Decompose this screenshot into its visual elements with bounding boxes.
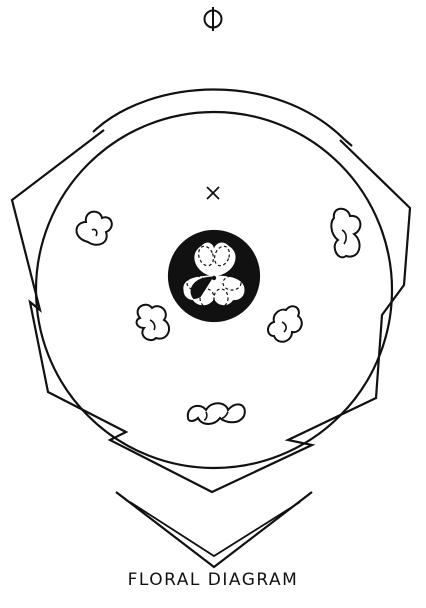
ovary	[169, 231, 259, 321]
bract-chevron	[116, 492, 312, 567]
axis-marker-icon	[205, 7, 222, 31]
stamen-lower-left	[137, 305, 170, 340]
stamen-left	[77, 212, 112, 245]
stamen-right	[331, 209, 360, 258]
bract-marker-icon	[207, 187, 219, 199]
stamen-lower-right	[268, 306, 302, 342]
stamen-bottom	[188, 403, 245, 424]
diagram-caption: FLORAL DIAGRAM	[0, 570, 426, 590]
